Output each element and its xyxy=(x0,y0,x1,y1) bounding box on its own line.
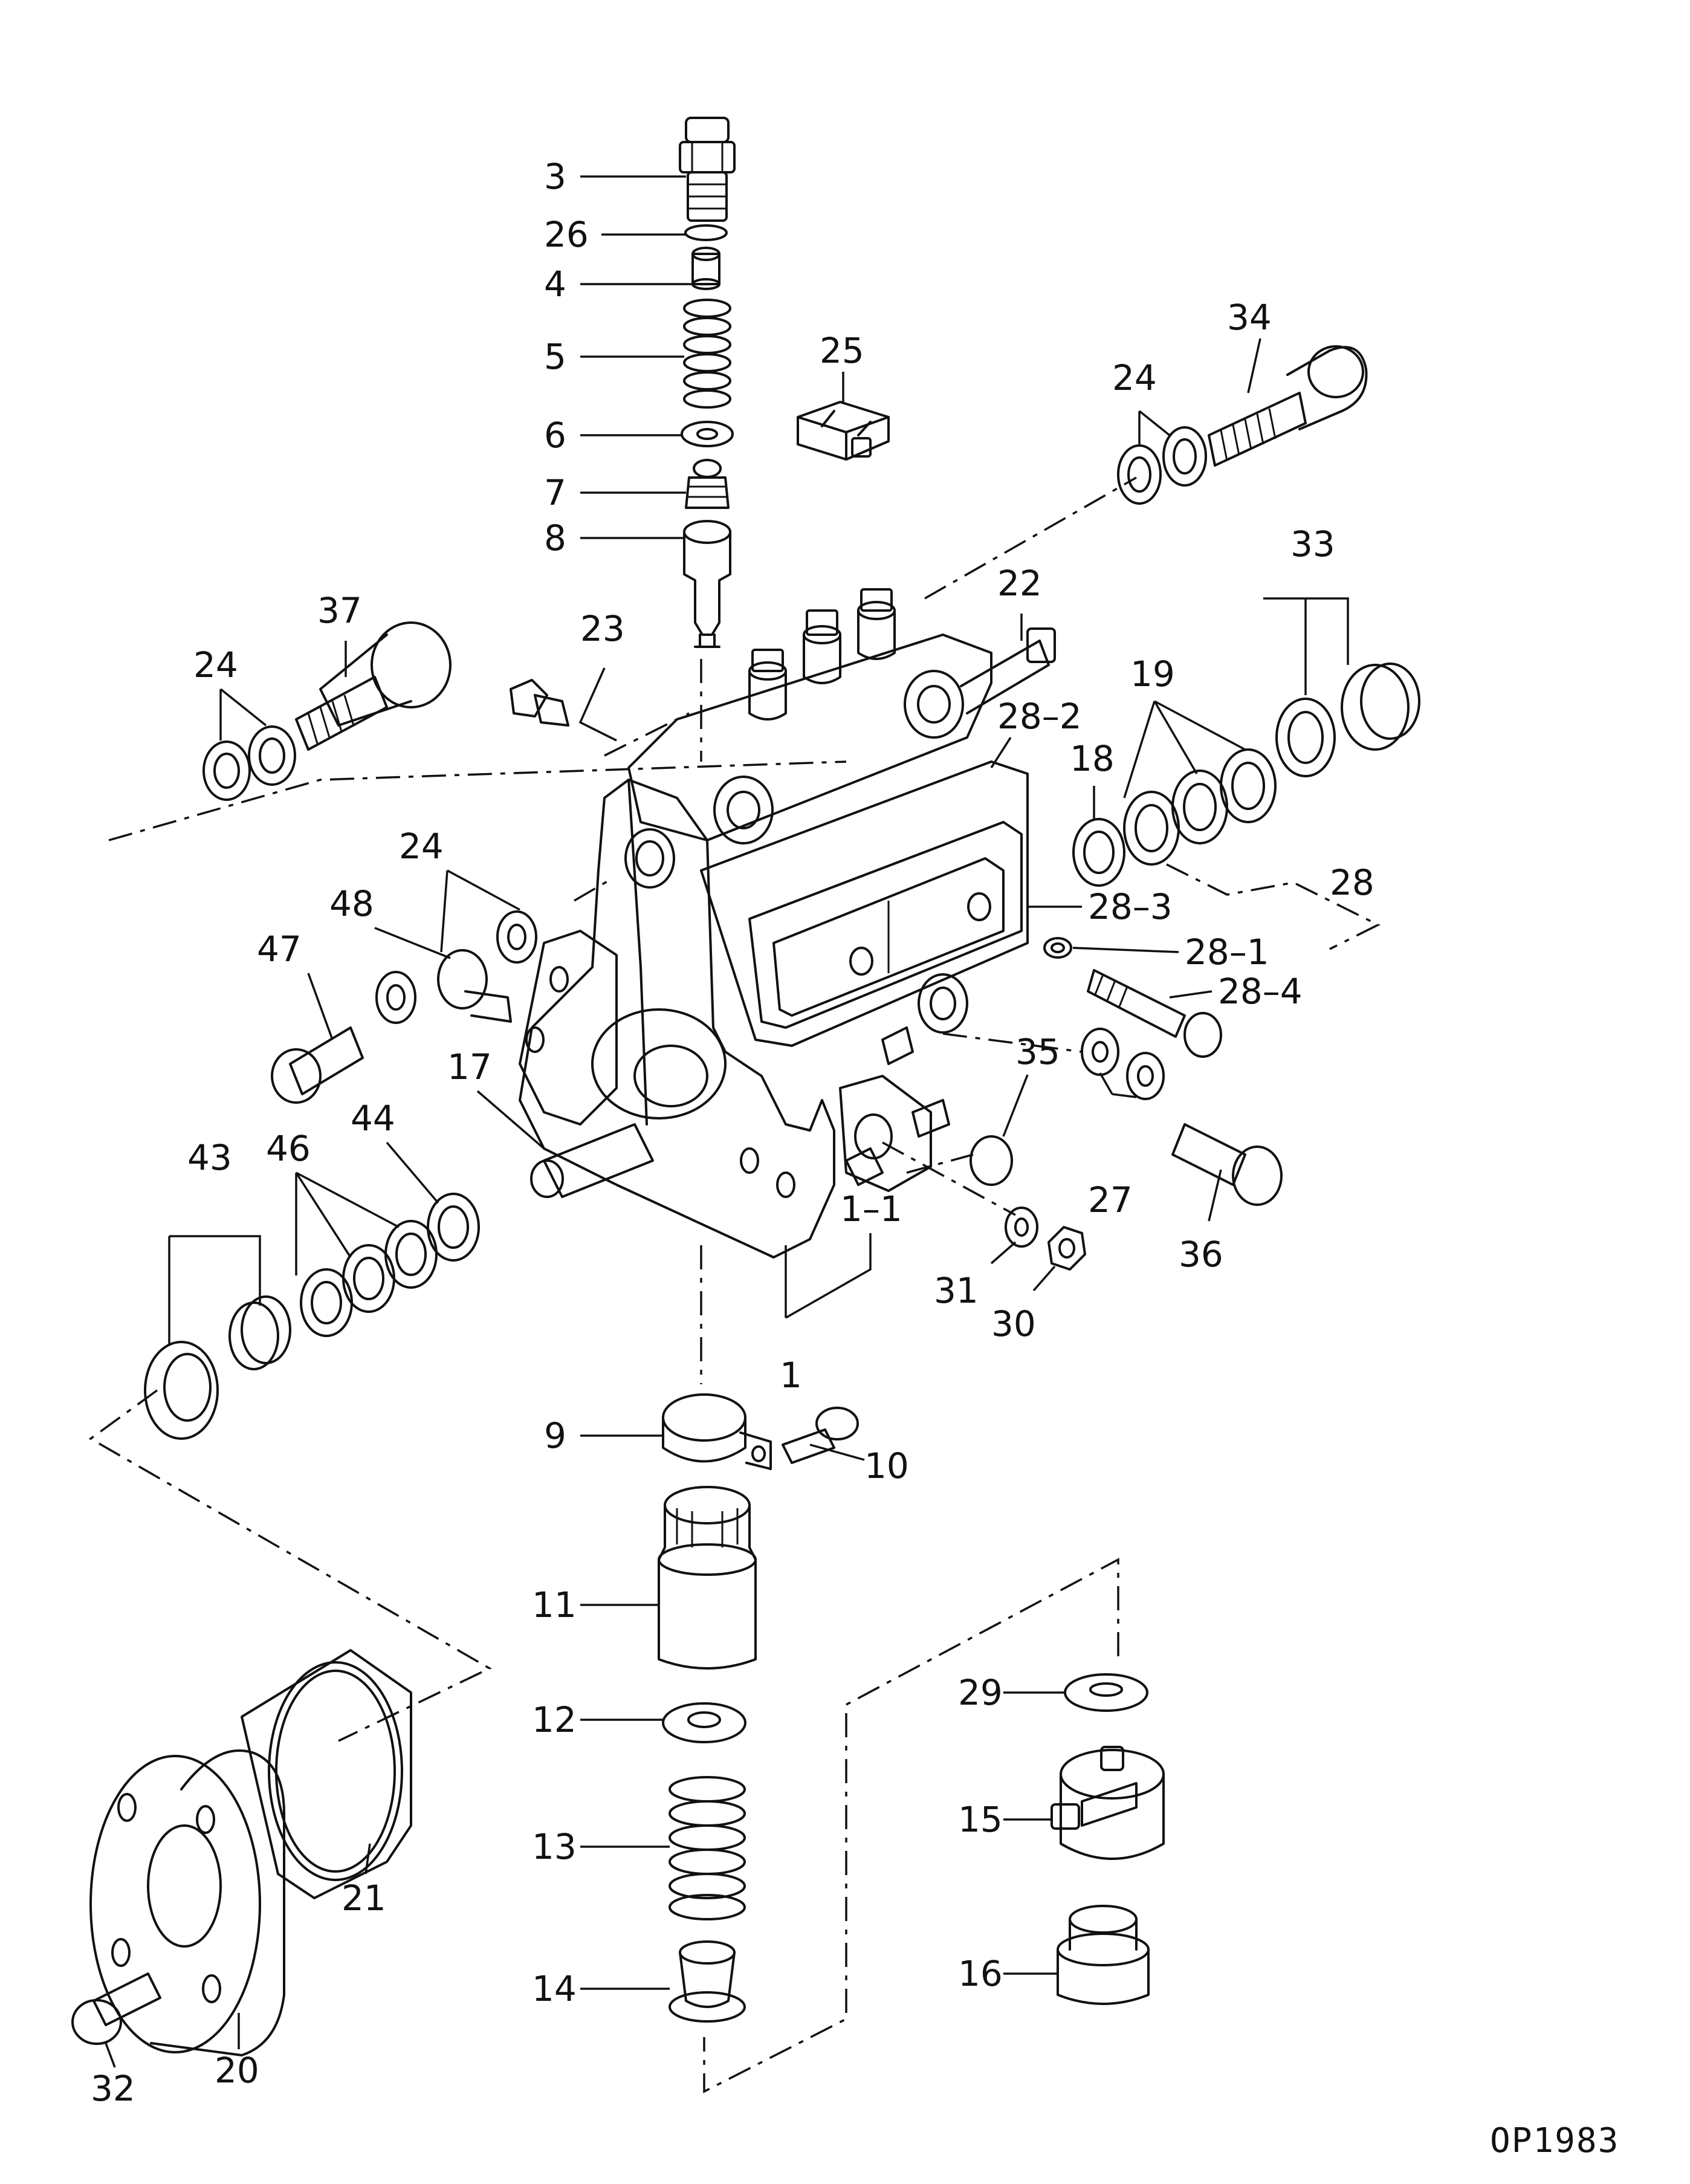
callout-3: 3 xyxy=(544,156,566,197)
dashed-assembly-lines xyxy=(88,476,1381,2093)
rings-46 xyxy=(300,1220,438,1337)
callout-26: 26 xyxy=(544,214,589,255)
washer-24-upper-right xyxy=(1117,426,1207,505)
washer-6 xyxy=(681,421,734,447)
o-ring-35 xyxy=(970,1135,1013,1186)
callout-1-1: 1–1 xyxy=(840,1188,902,1230)
valve-4 xyxy=(691,247,720,290)
bolt-36 xyxy=(1171,1123,1283,1206)
callout-36: 36 xyxy=(1179,1234,1223,1275)
callout-14: 14 xyxy=(532,1968,577,2009)
callout-9: 9 xyxy=(544,1415,566,1456)
delivery-valve-holder xyxy=(679,117,736,222)
callout-25: 25 xyxy=(820,330,864,371)
bolt-32 xyxy=(71,1972,161,2045)
valve-seat-8 xyxy=(683,520,731,648)
washer-12 xyxy=(662,1702,746,1743)
callout-17: 17 xyxy=(447,1046,492,1087)
callout-11: 11 xyxy=(532,1584,577,1625)
callout-27: 27 xyxy=(1088,1179,1133,1220)
spring-13 xyxy=(669,1776,746,1920)
callout-44: 44 xyxy=(351,1098,395,1139)
sleeve-11 xyxy=(658,1486,757,1670)
callout-21: 21 xyxy=(342,1878,386,1919)
bearing-43 xyxy=(144,1295,291,1440)
control-ring-9 xyxy=(662,1393,772,1470)
valve-7 xyxy=(685,459,730,509)
callout-12: 12 xyxy=(532,1699,577,1740)
callout-34: 34 xyxy=(1227,297,1272,338)
callout-32: 32 xyxy=(91,2068,135,2109)
bolt-28-4 xyxy=(1087,969,1222,1058)
callout-20: 20 xyxy=(215,2050,259,2091)
spring-5 xyxy=(683,299,731,409)
spring-seat-14 xyxy=(669,1940,746,2023)
plug-16 xyxy=(1057,1905,1150,2005)
callout-16: 16 xyxy=(958,1953,1003,1994)
nut-30 xyxy=(1047,1226,1086,1271)
callout-19: 19 xyxy=(1130,653,1175,695)
callout-6: 6 xyxy=(544,415,566,456)
drawing-code: OP1983 xyxy=(1490,2121,1619,2160)
bracket-25 xyxy=(797,401,890,461)
callout-22: 22 xyxy=(997,563,1042,604)
bolt-47 xyxy=(271,1026,364,1104)
callout-31: 31 xyxy=(934,1270,979,1311)
callout-28-2: 28–2 xyxy=(997,696,1082,737)
washer-24-upper-left xyxy=(202,725,296,801)
washer-24-lower xyxy=(375,971,416,1024)
rings-19 xyxy=(1123,748,1277,866)
callout-33: 33 xyxy=(1290,523,1335,565)
callout-24-middle: 24 xyxy=(399,826,444,867)
bearing-33 xyxy=(1275,663,1420,777)
washer-31 xyxy=(1005,1207,1038,1248)
o-ring-26 xyxy=(684,224,728,241)
bolt-10 xyxy=(782,1407,859,1464)
callout-1: 1 xyxy=(780,1355,802,1396)
leader-lines xyxy=(105,175,1349,2068)
banjo-bolt-34 xyxy=(1208,345,1368,467)
fitting-48 xyxy=(437,949,512,1023)
callout-37: 37 xyxy=(317,590,362,631)
callout-29: 29 xyxy=(958,1672,1003,1713)
callout-13: 13 xyxy=(532,1826,577,1867)
callout-46: 46 xyxy=(266,1128,311,1169)
callout-47: 47 xyxy=(257,928,302,970)
callout-15: 15 xyxy=(958,1799,1003,1840)
callout-28: 28 xyxy=(1330,862,1374,903)
callout-28-1: 28–1 xyxy=(1185,932,1269,973)
callout-8: 8 xyxy=(544,517,566,559)
callout-10: 10 xyxy=(864,1445,909,1486)
callout-23: 23 xyxy=(580,608,625,649)
housing-20 xyxy=(89,1749,285,2056)
callout-7: 7 xyxy=(544,472,566,513)
washers-27 xyxy=(1081,1028,1165,1100)
callout-24-upper-left: 24 xyxy=(193,644,238,685)
callout-18: 18 xyxy=(1070,738,1115,779)
ring-44 xyxy=(427,1193,480,1262)
washer-29 xyxy=(1064,1673,1148,1712)
bolt-23 xyxy=(510,679,569,727)
washer-28-1 xyxy=(1043,937,1072,959)
gasket-21 xyxy=(241,1649,412,1899)
callout-30: 30 xyxy=(991,1303,1036,1344)
callout-labels: 3 26 4 5 6 7 8 25 34 24 37 24 23 22 33 1… xyxy=(91,156,1374,2109)
callout-48: 48 xyxy=(329,883,374,924)
callout-28-4: 28–4 xyxy=(1218,971,1303,1012)
pump-body-1 xyxy=(519,588,1056,1259)
callout-4: 4 xyxy=(544,264,566,305)
callout-5: 5 xyxy=(544,336,566,377)
washer-24-middle xyxy=(496,910,537,964)
banjo-bolt-37 xyxy=(295,621,452,751)
piston-15 xyxy=(1051,1746,1165,1860)
ring-18 xyxy=(1072,818,1125,887)
callout-24-upper-right: 24 xyxy=(1112,357,1157,398)
callout-35: 35 xyxy=(1015,1031,1060,1072)
callout-28-3: 28–3 xyxy=(1088,886,1173,927)
callout-43: 43 xyxy=(187,1137,232,1178)
